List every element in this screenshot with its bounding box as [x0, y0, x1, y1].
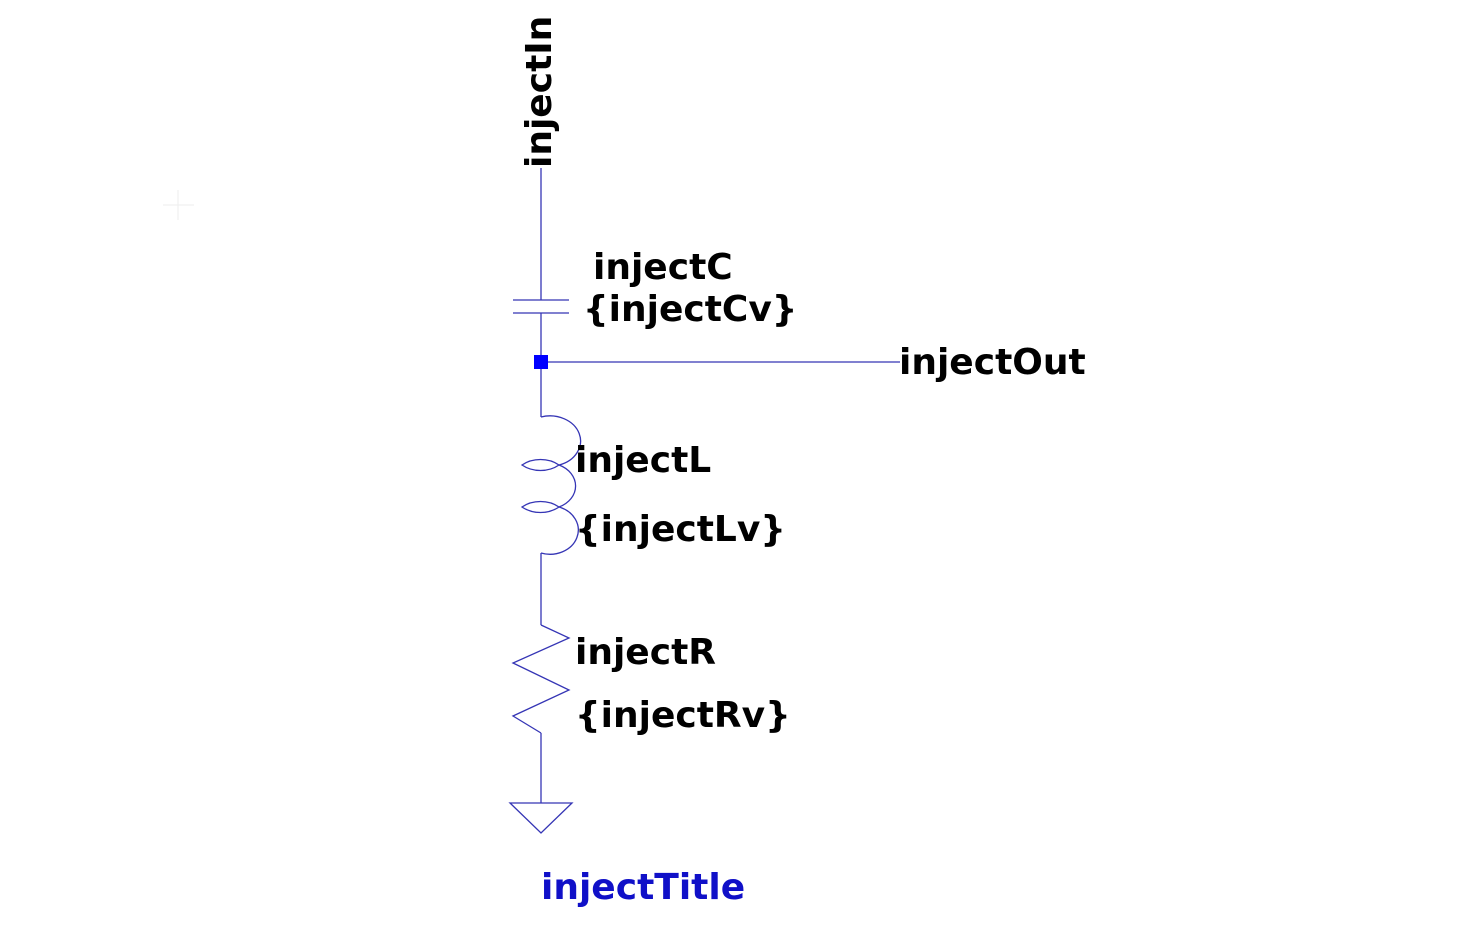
resistor-value[interactable]: {injectRv}	[575, 695, 791, 736]
net-label-output[interactable]: injectOut	[899, 342, 1086, 383]
capacitor-value[interactable]: {injectCv}	[583, 289, 798, 330]
inductor-name[interactable]: injectL	[575, 440, 712, 481]
capacitor-symbol[interactable]	[513, 299, 569, 314]
inductor-symbol[interactable]	[520, 415, 582, 555]
capacitor-name[interactable]: injectC	[593, 247, 733, 288]
ground-symbol[interactable]	[508, 802, 574, 834]
schematic-title[interactable]: injectTitle	[541, 867, 746, 908]
origin-cross	[163, 190, 194, 220]
net-label-input[interactable]: injectIn	[519, 15, 560, 168]
resistor-name[interactable]: injectR	[575, 632, 716, 673]
inductor-value[interactable]: {injectLv}	[575, 509, 786, 550]
resistor-symbol[interactable]	[511, 624, 571, 734]
junction-dot	[534, 355, 548, 369]
